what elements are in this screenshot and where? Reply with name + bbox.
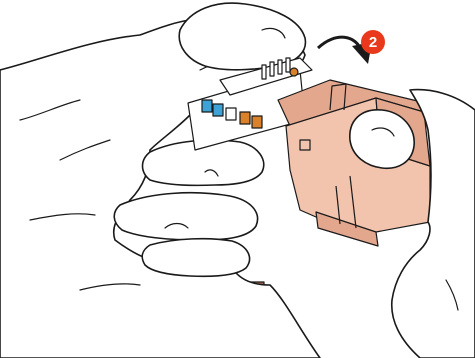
step-number: 2 bbox=[369, 34, 377, 51]
termination-cap bbox=[278, 80, 430, 246]
step-badge-icon: 2 bbox=[361, 30, 385, 54]
